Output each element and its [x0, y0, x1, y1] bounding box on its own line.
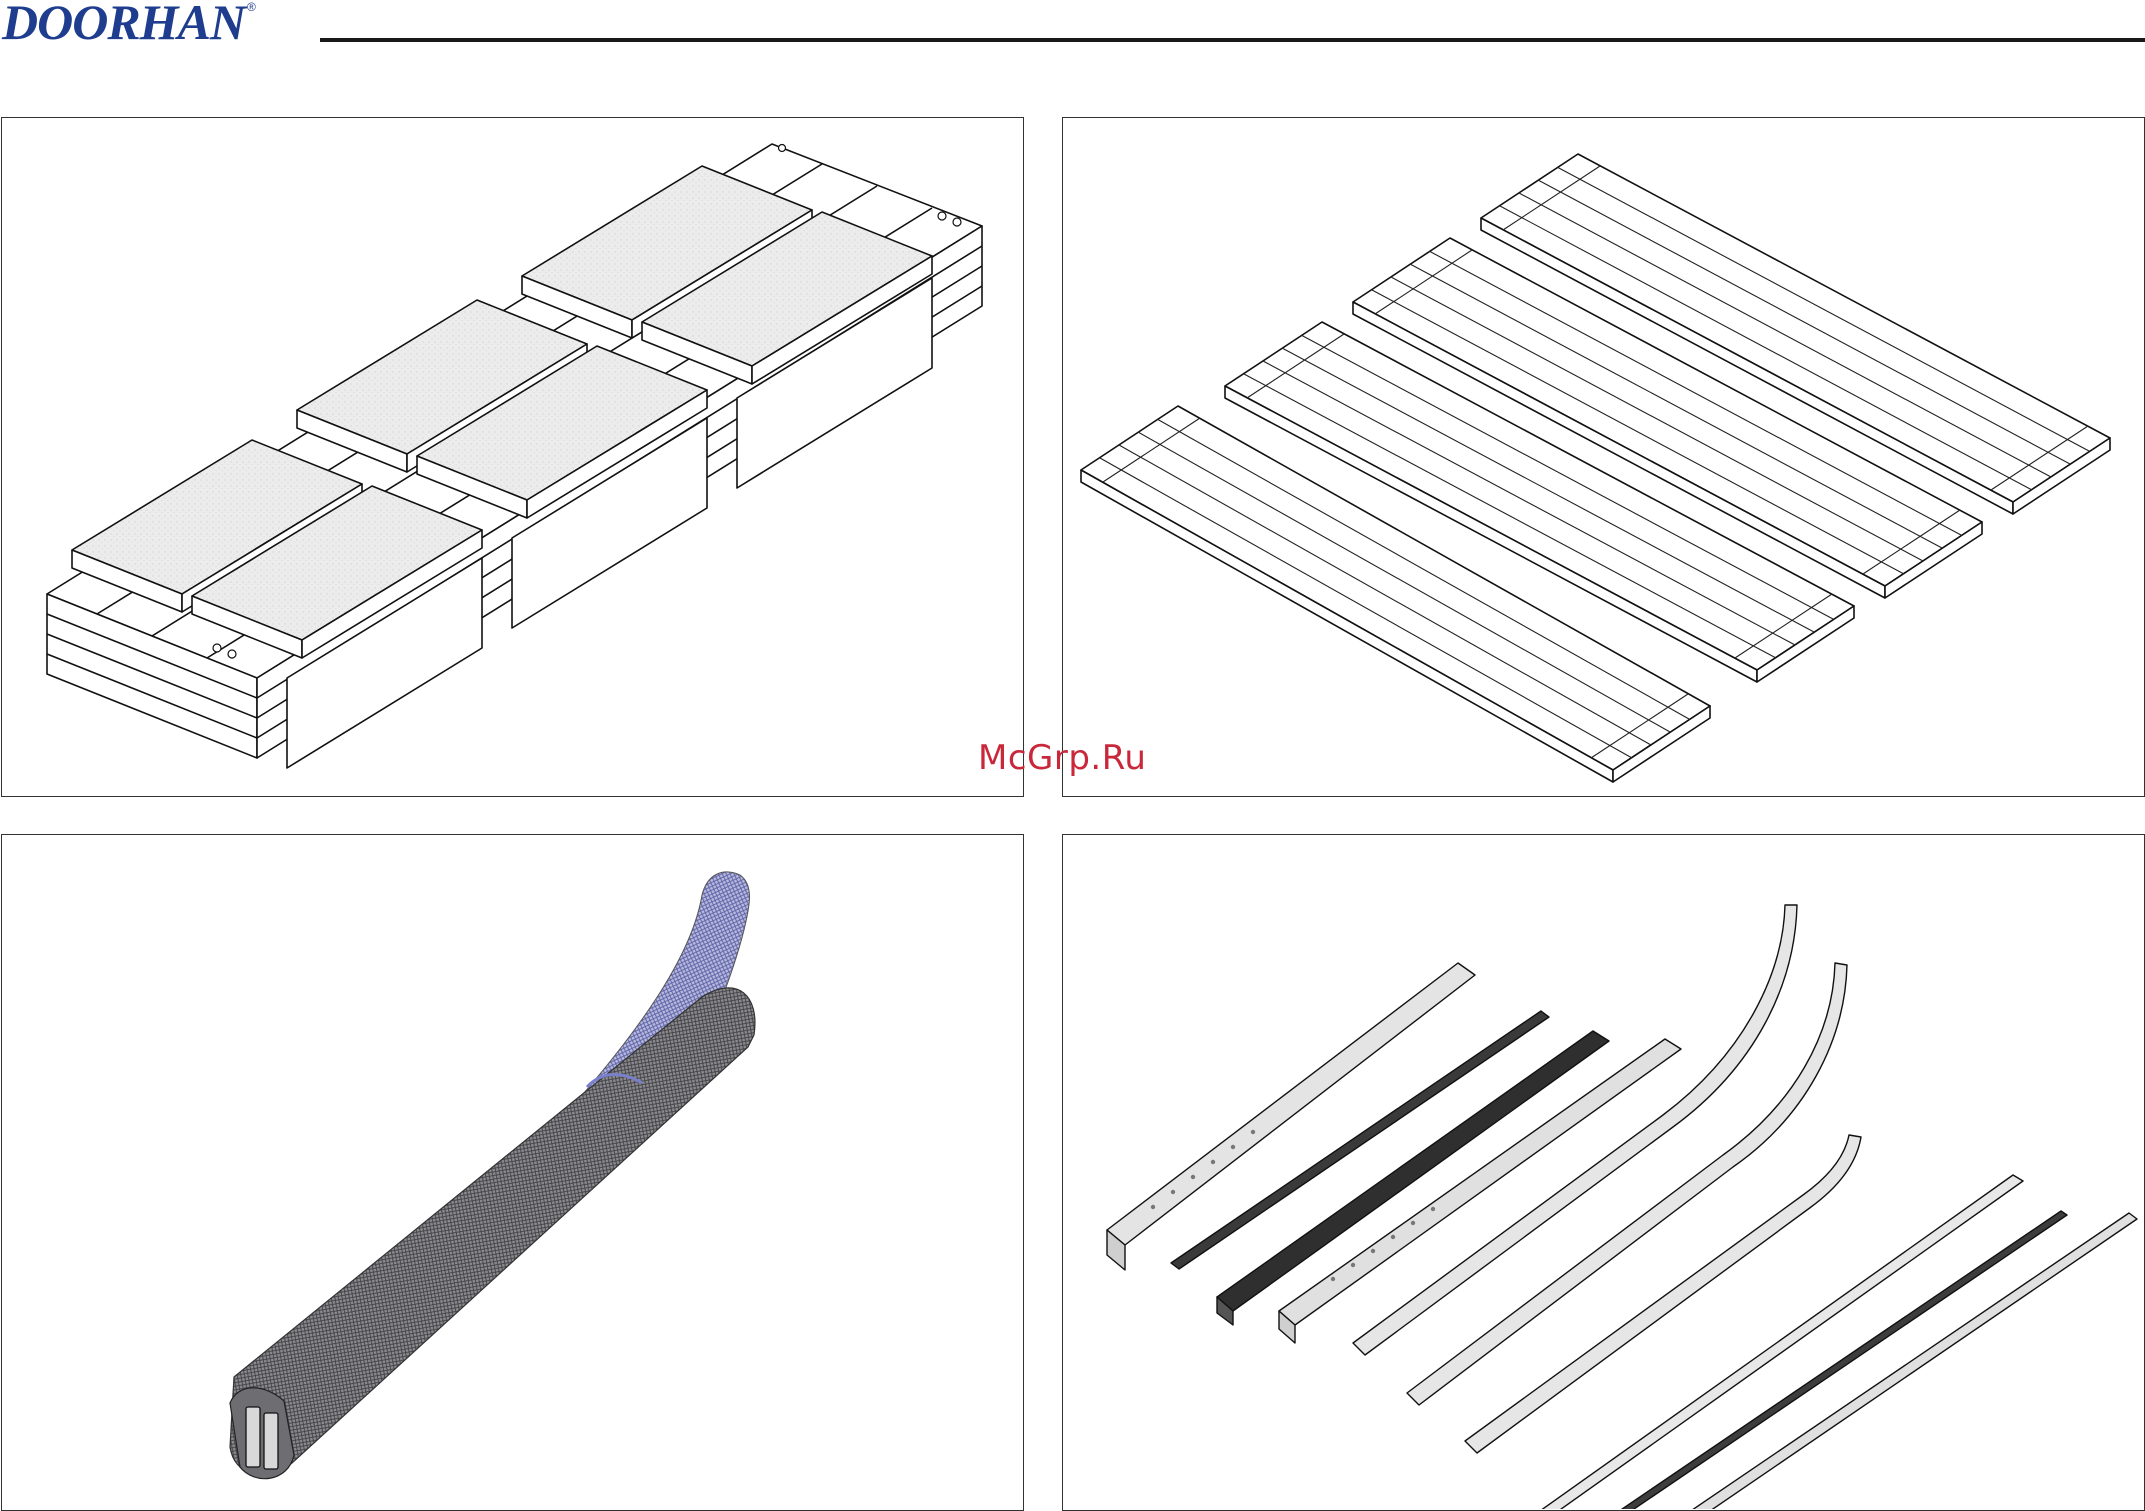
watermark-text: McGrp.Ru: [978, 733, 1188, 783]
wrapped-bundle-illustration: [2, 835, 1022, 1509]
four-door-sections-drawing: [1062, 117, 2145, 797]
trademark-symbol: ®: [247, 0, 256, 14]
brand-logo: DOORHAN ®: [2, 0, 256, 46]
brand-logo-text: DOORHAN: [2, 0, 245, 44]
wrapped-track-bundle-drawing: [1, 834, 1024, 1511]
stacked-panels-package-drawing: [1, 117, 1024, 797]
stacked-panels-illustration: [2, 118, 1022, 795]
guide-rails-and-profiles-drawing: [1062, 834, 2145, 1511]
guide-rails-illustration: [1063, 835, 2143, 1509]
door-sections-illustration: [1063, 118, 2143, 795]
header-rule: [320, 38, 2145, 42]
